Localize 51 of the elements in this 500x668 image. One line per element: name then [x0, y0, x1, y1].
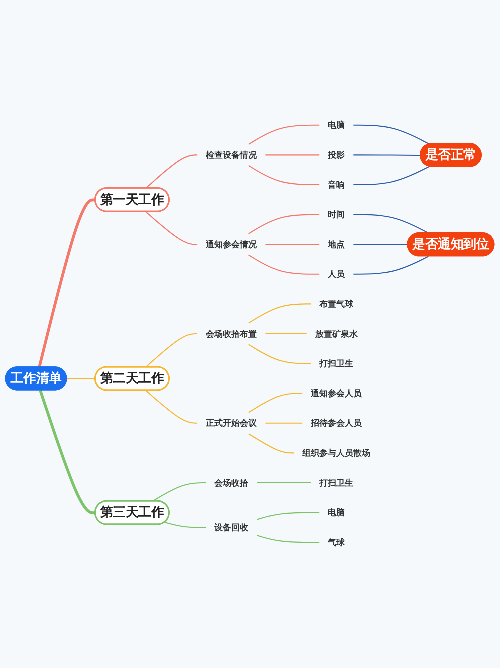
connector: [146, 212, 198, 246]
node-text: 通知参会情况: [206, 240, 258, 250]
connector: [266, 244, 320, 246]
connector: [354, 154, 421, 156]
node-text: 音响: [328, 180, 346, 190]
node-text: 检查设备情况: [206, 150, 258, 160]
node-text: 人员: [328, 269, 346, 280]
node-text: 放置矿泉水: [315, 329, 358, 339]
connector: [354, 244, 408, 246]
connector: [257, 512, 320, 520]
connector: [354, 166, 430, 186]
connector: [152, 482, 206, 502]
connector: [354, 124, 430, 145]
node-text: 打扫卫生: [320, 358, 354, 369]
node-text: 组织参与人员散场: [302, 448, 371, 458]
node-text: 布置气球: [320, 299, 354, 310]
node-text: 地点: [328, 240, 346, 250]
node-text: 会场收拾: [214, 478, 249, 488]
connector: [67, 378, 96, 380]
connector: [248, 393, 303, 414]
connector: [248, 165, 320, 186]
connector: [39, 390, 96, 515]
connector: [38, 198, 96, 368]
node-text: 电脑: [328, 120, 346, 130]
connector: [248, 124, 320, 145]
connector: [164, 522, 206, 528]
connector: [266, 333, 307, 335]
connector: [257, 482, 312, 484]
node-text: 气球: [328, 538, 346, 548]
node-text: 招待参会人员: [311, 418, 362, 428]
node-text: 通知参会人员: [311, 388, 362, 399]
node-text: 投影: [328, 150, 346, 160]
connector: [354, 256, 429, 275]
connector: [146, 154, 198, 189]
connector: [266, 154, 320, 156]
connector: [257, 535, 320, 544]
node-text: 会场收拾布置: [206, 329, 258, 339]
connector: [266, 422, 303, 424]
node-text: 时间: [328, 210, 346, 220]
connector: [354, 214, 429, 234]
node-text: 电脑: [328, 508, 346, 518]
connector: [248, 214, 320, 234]
node-text: 设备回收: [214, 522, 249, 533]
connector: [146, 333, 198, 368]
connector: [248, 434, 294, 454]
connector: [248, 304, 312, 324]
connector: [248, 344, 312, 364]
node-text: 打扫卫生: [320, 478, 354, 488]
connector: [146, 390, 198, 424]
connector: [248, 254, 320, 275]
node-text: 正式开始会议: [206, 418, 258, 428]
